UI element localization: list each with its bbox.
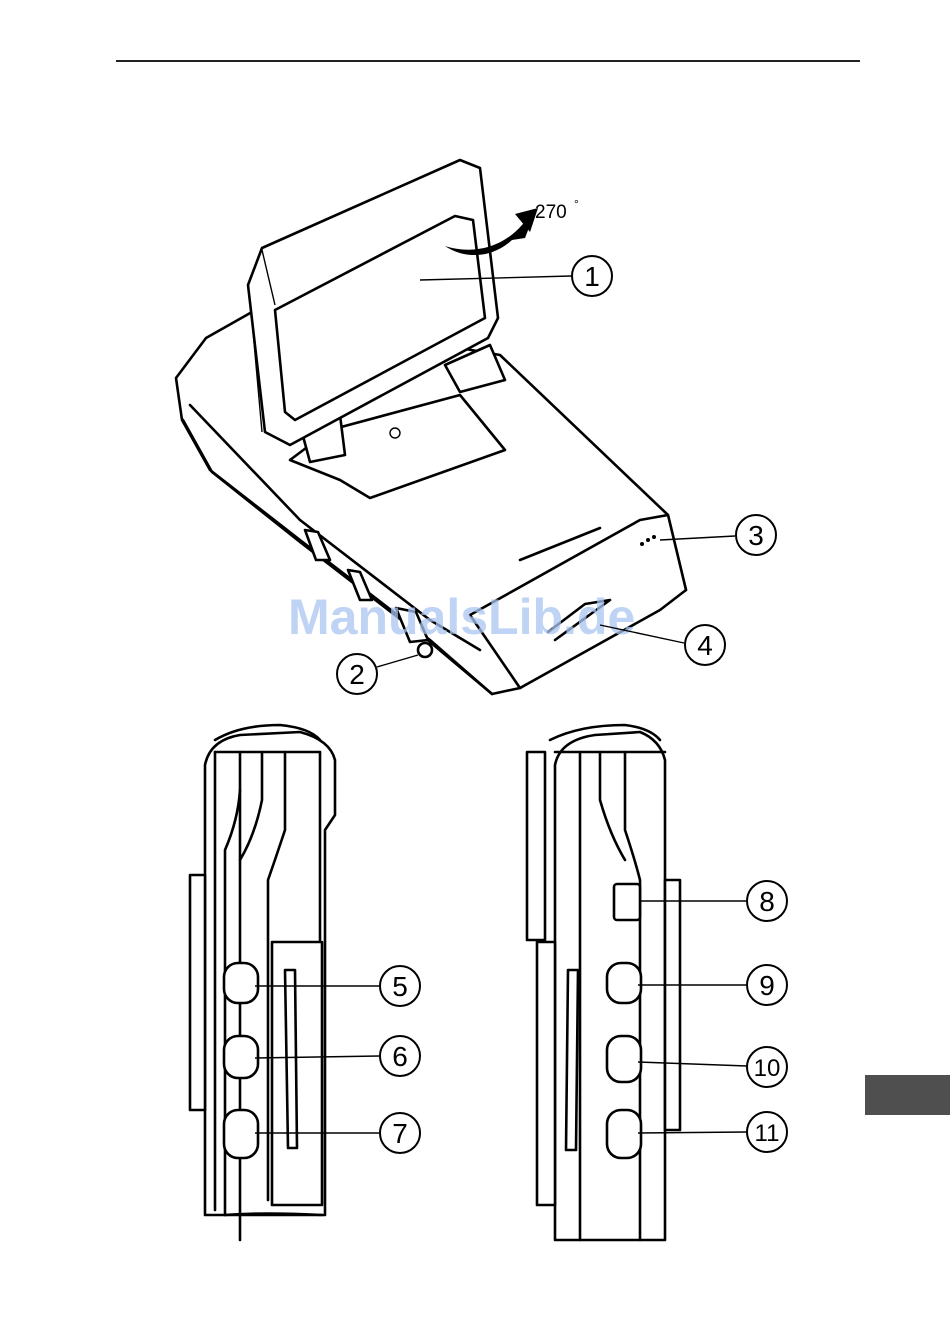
callout-8-label: 8 bbox=[759, 886, 775, 917]
callout-5-label: 5 bbox=[392, 971, 408, 1002]
callout-2-label: 2 bbox=[349, 659, 365, 690]
microphone-dot bbox=[652, 535, 656, 539]
side-button-7 bbox=[224, 1110, 258, 1158]
side-button-9 bbox=[607, 963, 641, 1003]
callout-9-label: 9 bbox=[759, 970, 775, 1001]
callout-6-label: 6 bbox=[392, 1041, 408, 1072]
camcorder-side-view-right bbox=[527, 725, 680, 1240]
callout-4-label: 4 bbox=[697, 630, 713, 661]
side-button-10 bbox=[607, 1036, 641, 1082]
usb-port bbox=[614, 884, 640, 920]
side-button-5 bbox=[224, 963, 258, 1003]
callout-1-label: 1 bbox=[584, 261, 600, 292]
rotation-angle-label: 270 bbox=[535, 202, 567, 223]
card-slot bbox=[285, 970, 297, 1148]
callout-7-label: 7 bbox=[392, 1118, 408, 1149]
callout-11-label: 11 bbox=[755, 1120, 780, 1147]
watermark: ManualsLib.de bbox=[288, 589, 635, 645]
side-button-11 bbox=[607, 1110, 641, 1158]
microphone-dot bbox=[646, 538, 650, 542]
callout-3-label: 3 bbox=[748, 520, 764, 551]
port-jack bbox=[418, 643, 432, 657]
callout-10-label: 10 bbox=[754, 1055, 781, 1082]
degree-symbol: ° bbox=[574, 197, 579, 211]
camcorder-side-view-left bbox=[190, 725, 335, 1240]
section-tab-marker bbox=[865, 1075, 950, 1115]
side-button-6 bbox=[224, 1036, 258, 1078]
card-slot bbox=[566, 970, 578, 1150]
microphone-dot bbox=[640, 542, 644, 546]
